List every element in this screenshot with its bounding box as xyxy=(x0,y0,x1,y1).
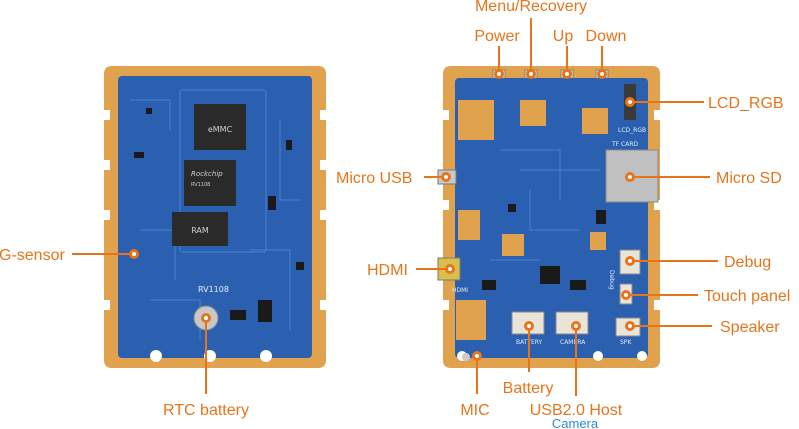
spk-silkscreen: SPK xyxy=(620,339,632,346)
callout-rtc-battery: RTC battery xyxy=(163,313,249,419)
mic-component xyxy=(462,353,470,361)
debug-label: Debug xyxy=(724,254,771,271)
soc-brand-label: Rockchip xyxy=(191,170,223,178)
rtc-battery-label: RTC battery xyxy=(163,402,249,419)
lcd-silkscreen: LCD_RGB xyxy=(618,127,646,134)
battery-label: Battery xyxy=(503,380,554,397)
tf-silkscreen: TF CARD xyxy=(611,141,638,148)
callout-micro-usb: Micro USB xyxy=(336,170,451,187)
soc-model-label: RV1108 xyxy=(191,182,210,188)
callout-lcd-rgb: LCD_RGB xyxy=(625,95,784,112)
back-board-notches xyxy=(443,110,660,361)
back-board-pcb xyxy=(455,78,648,358)
debug-silkscreen: Debug xyxy=(608,270,615,290)
callout-micro-sd: Micro SD xyxy=(625,170,782,187)
front-board-notches xyxy=(104,110,326,362)
callout-down: Down xyxy=(586,28,627,79)
callout-mic: MIC xyxy=(460,351,490,419)
callout-speaker: Speaker xyxy=(625,319,780,336)
callout-menu-recovery: Menu/Recovery xyxy=(475,0,587,79)
front-board-components xyxy=(134,108,304,322)
soc-chip: Rockchip RV1108 xyxy=(184,160,236,206)
g-sensor-label: G-sensor xyxy=(0,247,65,264)
back-board-copper-pads xyxy=(456,100,608,340)
ram-chip: RAM xyxy=(172,212,228,246)
micro-sd-label: Micro SD xyxy=(716,170,782,187)
back-board-components xyxy=(482,204,606,290)
lcd-rgb-label: LCD_RGB xyxy=(708,95,784,112)
callout-hdmi: HDMI xyxy=(367,262,455,279)
emmc-chip: eMMC xyxy=(194,104,246,150)
ram-label: RAM xyxy=(191,226,209,235)
power-label: Power xyxy=(474,28,520,45)
callout-battery: Battery xyxy=(503,321,554,397)
callout-debug: Debug xyxy=(625,254,771,271)
hdmi-label: HDMI xyxy=(367,262,408,279)
callout-power: Power xyxy=(474,28,520,79)
front-board: eMMC Rockchip RV1108 RAM RV1108 xyxy=(104,66,326,368)
usb-host-label: USB2.0 Host xyxy=(530,402,623,419)
up-label: Up xyxy=(553,28,574,45)
callout-usb-host: USB2.0 Host Camera xyxy=(530,321,623,429)
menu-recovery-label: Menu/Recovery xyxy=(475,0,587,15)
callout-touch-panel: Touch panel xyxy=(621,288,790,305)
camera-silkscreen: CAMERA xyxy=(560,339,586,346)
camera-sublabel: Camera xyxy=(552,416,599,429)
back-board-traces xyxy=(490,149,600,261)
callout-up: Up xyxy=(553,28,574,79)
hdmi-silkscreen: HDMI xyxy=(452,287,468,294)
rv1108-silkscreen: RV1108 xyxy=(198,285,229,294)
touch-panel-label: Touch panel xyxy=(704,288,790,305)
emmc-label: eMMC xyxy=(208,125,233,134)
down-label: Down xyxy=(586,28,627,45)
mic-label: MIC xyxy=(460,402,489,419)
callout-g-sensor: G-sensor xyxy=(0,247,139,264)
speaker-label: Speaker xyxy=(720,319,780,336)
micro-usb-label: Micro USB xyxy=(336,170,412,187)
